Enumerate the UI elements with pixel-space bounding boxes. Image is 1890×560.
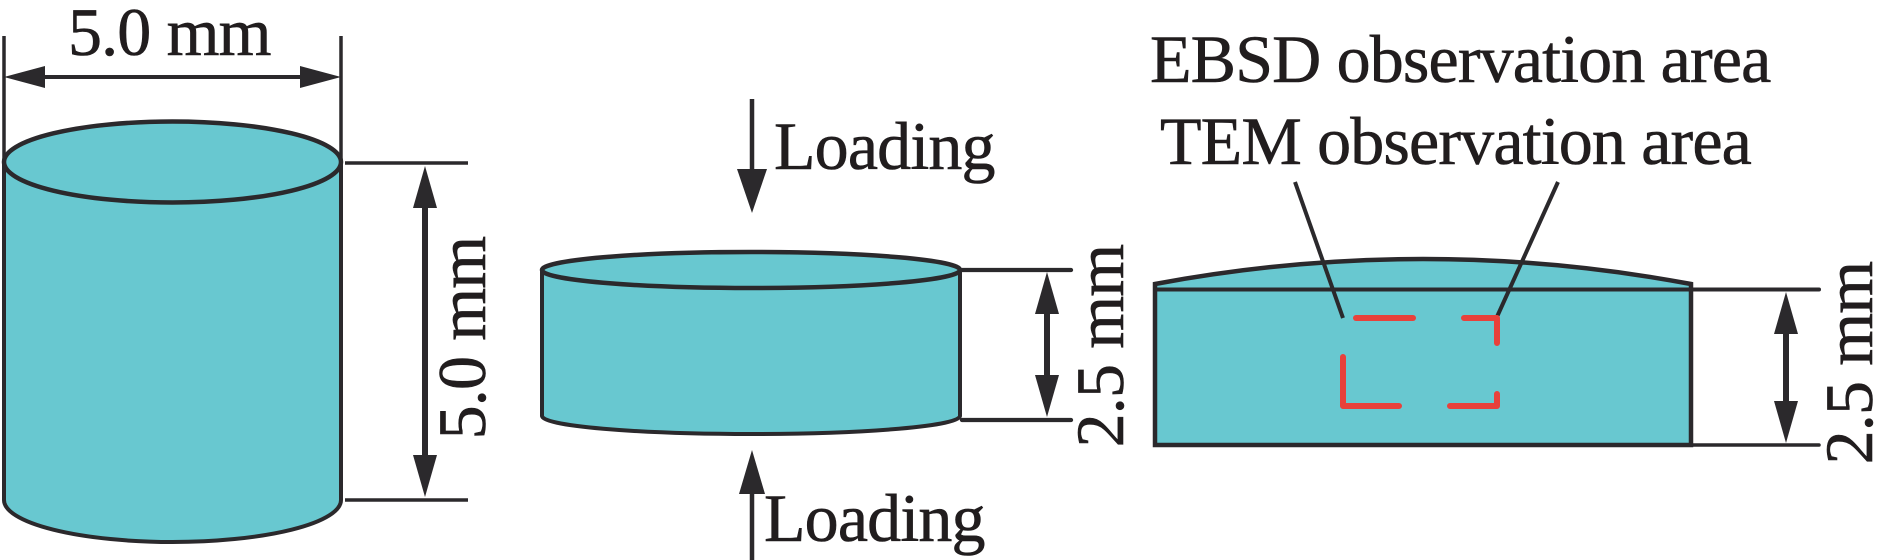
svg-text:Loading: Loading — [764, 480, 985, 556]
svg-text:2.5 mm: 2.5 mm — [1062, 245, 1138, 448]
svg-text:2.5 mm: 2.5 mm — [1811, 262, 1887, 465]
svg-text:EBSD observation area: EBSD observation area — [1150, 21, 1771, 97]
svg-text:TEM observation area: TEM observation area — [1160, 103, 1752, 179]
svg-text:Loading: Loading — [774, 108, 995, 184]
svg-text:5.0 mm: 5.0 mm — [424, 237, 500, 440]
svg-text:5.0 mm: 5.0 mm — [68, 0, 271, 70]
